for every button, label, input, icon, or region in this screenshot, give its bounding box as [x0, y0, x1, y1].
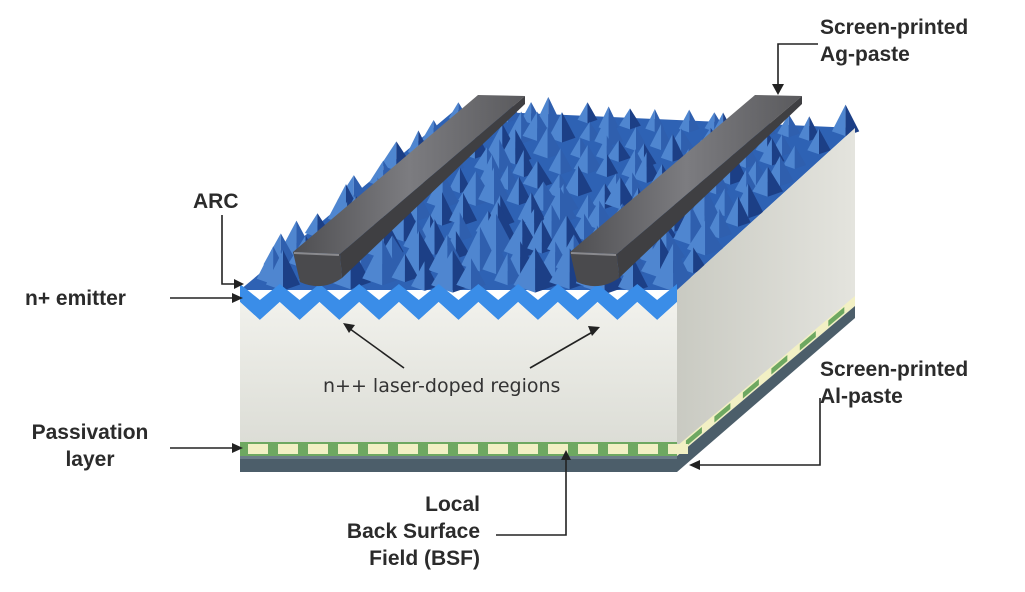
passivation-dash — [638, 444, 658, 454]
bsf-label: Local Back Surface Field (BSF) — [346, 493, 480, 570]
passivation-dash — [578, 444, 598, 454]
passivation-dash — [248, 444, 268, 454]
texture-pyramid — [478, 167, 510, 205]
side-passivation-dash — [771, 355, 788, 375]
texture-pyramid — [548, 148, 573, 175]
laser-doped-right-arrowhead — [588, 326, 600, 336]
ag-paste-label: Screen-printed Ag-paste — [820, 16, 969, 66]
texture-pyramid — [522, 160, 553, 189]
laser-doped-left-arrowhead — [343, 323, 355, 333]
texture-pyramid — [777, 114, 801, 138]
passivation-dash — [548, 444, 568, 454]
bsf-arrow — [496, 456, 567, 536]
texture-pyramid — [606, 139, 631, 163]
texture-pyramid — [573, 144, 602, 174]
side-passivation-dash — [685, 427, 702, 447]
side-passivation-dashes — [685, 307, 845, 447]
side-passivation-dash — [742, 379, 759, 399]
passivation-dash — [488, 444, 508, 454]
ag-finger-right — [570, 95, 802, 287]
passivation-dash — [428, 444, 448, 454]
side-passivation-dash — [714, 403, 731, 423]
texture-pyramid — [752, 166, 783, 197]
passivation-dash — [518, 444, 538, 454]
texture-pyramid — [831, 104, 860, 137]
texture-pyramid — [391, 253, 419, 283]
laser-doped-label: n++ laser-doped regions — [323, 375, 561, 397]
texture-pyramid — [595, 153, 619, 178]
side-passivation-dash — [828, 307, 845, 327]
texture-pyramid — [783, 145, 807, 169]
texture-pyramid — [678, 109, 700, 133]
passivation-dash — [308, 444, 328, 454]
texture-pyramid — [494, 253, 522, 286]
wafer-side-face — [677, 128, 855, 448]
texture-pyramid — [725, 196, 751, 227]
emitter-label: n+ emitter — [25, 287, 126, 310]
texture-pyramid — [533, 126, 563, 159]
al-paste-highlight — [240, 456, 677, 459]
texture-pyramid — [563, 165, 593, 197]
wafer-front-face — [240, 302, 677, 442]
passivation-dash — [668, 444, 688, 454]
al-paste-label: Screen-printed Al-paste — [820, 358, 969, 408]
passivation-dash — [458, 444, 478, 454]
passivation-dash — [278, 444, 298, 454]
passivation-dash — [398, 444, 418, 454]
laser-doped-arrow-left — [345, 325, 405, 369]
texture-pyramid — [686, 220, 724, 256]
passivation-dash — [608, 444, 628, 454]
emitter-arrowhead — [232, 293, 243, 303]
al-paste-arrow — [696, 398, 821, 466]
texture-pyramid — [577, 102, 598, 124]
al-paste-arrowhead — [689, 460, 700, 470]
texture-pyramid — [506, 176, 532, 206]
passivation-dashes — [248, 444, 688, 454]
arc-arrowhead — [234, 279, 244, 289]
ag-paste-arrowhead — [772, 84, 784, 95]
passivation-arrowhead — [232, 443, 243, 453]
texture-pyramid — [619, 108, 641, 130]
side-passivation-dash — [799, 331, 816, 351]
bsf-arrowhead — [561, 450, 571, 460]
passivation-dash — [338, 444, 358, 454]
texture-pyramid — [594, 112, 624, 147]
passivation-label: Passivation layer — [31, 421, 149, 471]
ag-paste-arrow — [777, 43, 818, 88]
arc-arrow — [221, 215, 240, 285]
texture-pyramid — [456, 258, 486, 290]
texture-pyramid — [807, 128, 831, 155]
side-al-paste — [677, 306, 855, 472]
texture-pyramid — [660, 133, 685, 162]
arrowheads — [232, 84, 784, 470]
arc-label: ARC — [193, 190, 239, 213]
texture-pyramid — [265, 250, 301, 291]
passivation-dash — [368, 444, 388, 454]
ag-finger-left — [293, 95, 525, 287]
laser-doped-arrow-right — [529, 329, 597, 369]
